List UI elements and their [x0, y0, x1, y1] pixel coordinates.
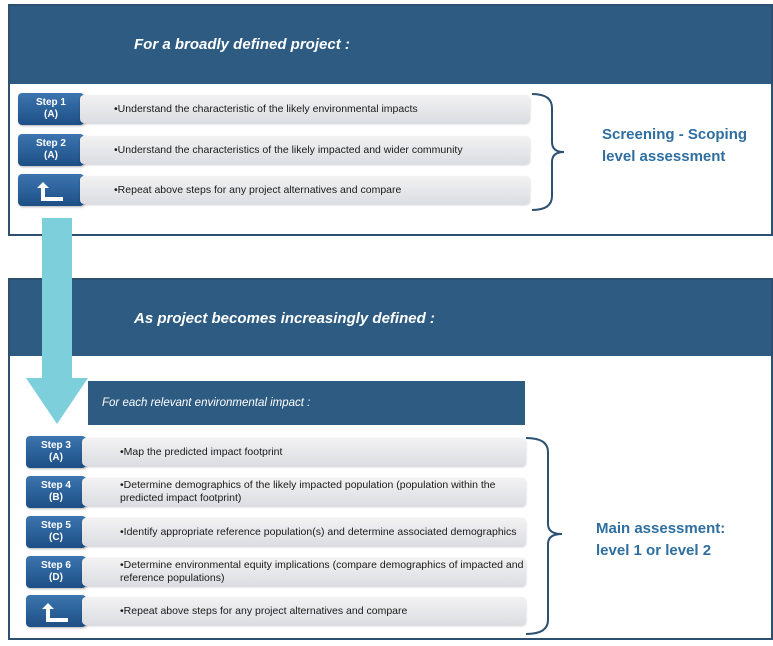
step-4-row: Step 4 (B) •Determine demographics of th… [26, 476, 526, 508]
return-arrow-icon [37, 182, 63, 201]
step-3-badge[interactable]: Step 3 (A) [26, 436, 86, 468]
screening-panel-title: For a broadly defined project : [134, 36, 350, 53]
repeat-top-row: •Repeat above steps for any project alte… [18, 174, 530, 206]
step-2-text: •Understand the characteristics of the l… [80, 136, 530, 164]
repeat-top-badge[interactable] [18, 174, 84, 206]
repeat-bottom-badge[interactable] [26, 595, 86, 627]
step-1-badge[interactable]: Step 1 (A) [18, 93, 84, 125]
main-assessment-panel-header: As project becomes increasingly defined … [10, 280, 771, 356]
step-6-text: •Determine environmental equity implicat… [82, 558, 526, 586]
main-assessment-panel-title: As project becomes increasingly defined … [134, 310, 435, 327]
step-1-text: •Understand the characteristic of the li… [80, 95, 530, 123]
screening-brace [531, 93, 565, 211]
step-2-badge[interactable]: Step 2 (A) [18, 134, 84, 166]
repeat-bottom-row: •Repeat above steps for any project alte… [26, 595, 526, 627]
step-6-badge[interactable]: Step 6 (D) [26, 556, 86, 588]
step-3-row: Step 3 (A) •Map the predicted impact foo… [26, 436, 526, 468]
flow-down-arrow [26, 218, 88, 424]
main-assessment-brace [525, 437, 563, 635]
repeat-bottom-text: •Repeat above steps for any project alte… [82, 597, 526, 625]
each-impact-banner: For each relevant environmental impact : [88, 381, 525, 425]
screening-panel-header: For a broadly defined project : [10, 6, 771, 84]
step-3-text: •Map the predicted impact footprint [82, 438, 526, 466]
step-5-text: •Identify appropriate reference populati… [82, 518, 526, 546]
return-arrow-icon [42, 603, 68, 622]
step-1-row: Step 1 (A) •Understand the characteristi… [18, 93, 530, 125]
step-5-row: Step 5 (C) •Identify appropriate referen… [26, 516, 526, 548]
step-6-row: Step 6 (D) •Determine environmental equi… [26, 556, 526, 588]
step-5-badge[interactable]: Step 5 (C) [26, 516, 86, 548]
repeat-top-text: •Repeat above steps for any project alte… [80, 176, 530, 204]
step-4-badge[interactable]: Step 4 (B) [26, 476, 86, 508]
step-4-text: •Determine demographics of the likely im… [82, 478, 526, 506]
step-2-row: Step 2 (A) •Understand the characteristi… [18, 134, 530, 166]
screening-brace-label: Screening - Scoping level assessment [602, 126, 748, 165]
main-assessment-brace-label: Main assessment: level 1 or level 2 [596, 520, 726, 559]
